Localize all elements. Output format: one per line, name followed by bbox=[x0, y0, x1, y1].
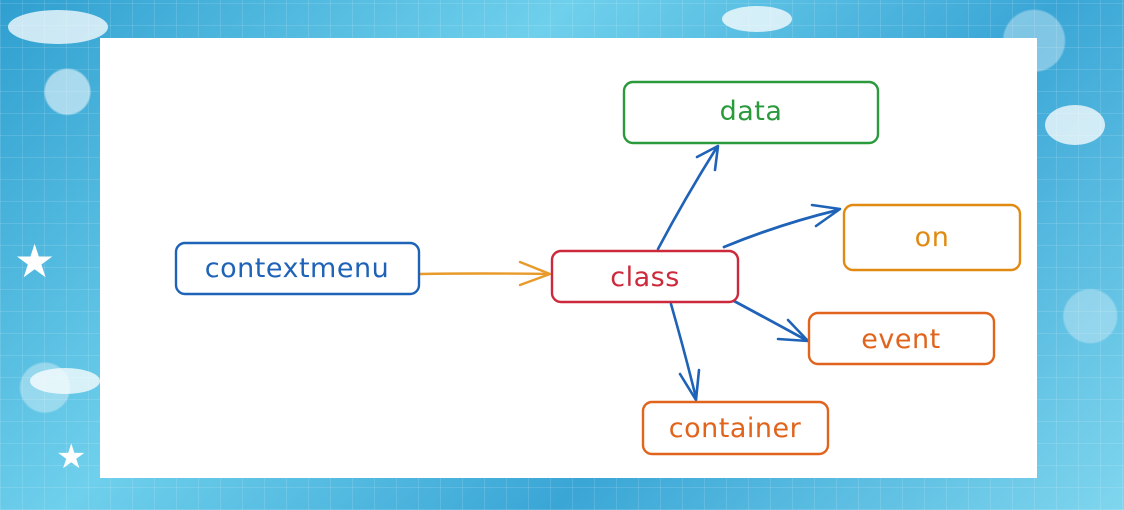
diagram-canvas: contextmenu class data on event containe… bbox=[100, 38, 1037, 478]
edge-class-to-data bbox=[656, 144, 720, 251]
background-cloud bbox=[30, 368, 100, 394]
node-label-event: event bbox=[861, 324, 940, 355]
mind-map-diagram: contextmenu class data on event containe… bbox=[174, 80, 1022, 456]
background-cloud bbox=[1045, 105, 1105, 145]
edge-class-to-container bbox=[669, 302, 701, 402]
node-label-class: class bbox=[610, 262, 680, 293]
edge-contextmenu-to-class bbox=[418, 260, 552, 287]
node-contextmenu[interactable]: contextmenu bbox=[174, 241, 421, 296]
node-class[interactable]: class bbox=[550, 249, 740, 304]
background-cloud bbox=[722, 6, 792, 32]
node-event[interactable]: event bbox=[807, 311, 996, 366]
node-label-on: on bbox=[915, 222, 950, 253]
node-data[interactable]: data bbox=[622, 80, 880, 145]
node-container[interactable]: container bbox=[641, 400, 830, 456]
background-cloud bbox=[8, 10, 108, 44]
node-on[interactable]: on bbox=[842, 203, 1022, 272]
star-icon: ★ bbox=[56, 437, 87, 477]
edge-class-to-event bbox=[732, 299, 810, 343]
star-icon: ★ bbox=[14, 234, 56, 288]
edge-class-to-on bbox=[722, 203, 842, 249]
node-label-data: data bbox=[720, 96, 783, 127]
node-label-container: container bbox=[669, 413, 802, 444]
node-label-contextmenu: contextmenu bbox=[205, 253, 389, 284]
